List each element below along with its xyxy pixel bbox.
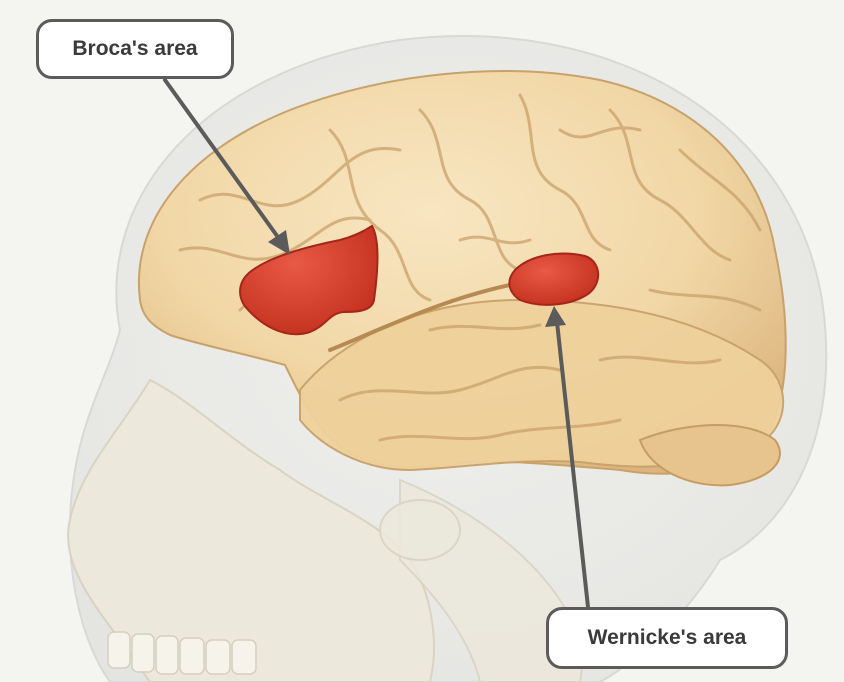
wernicke-label: Wernicke's area xyxy=(546,607,788,669)
broca-label: Broca's area xyxy=(36,19,234,79)
wernicke-label-text: Wernicke's area xyxy=(588,626,747,650)
broca-label-text: Broca's area xyxy=(72,37,197,61)
